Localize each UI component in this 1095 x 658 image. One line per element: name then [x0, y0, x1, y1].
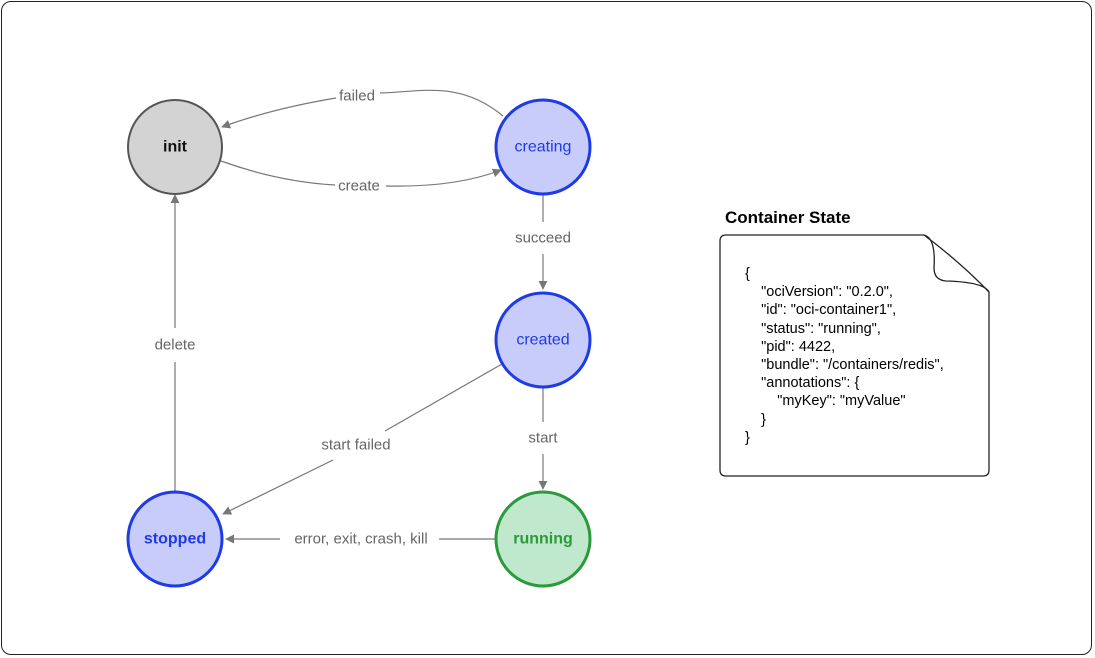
node-creating: creating — [494, 98, 592, 196]
edge-label-error-exit: error, exit, crash, kill — [294, 531, 427, 548]
edge-start-failed: start failed — [222, 363, 503, 515]
node-label-stopped: stopped — [144, 531, 206, 548]
node-running: running — [494, 490, 592, 588]
node-label-created: created — [516, 332, 569, 349]
edge-label-create: create — [338, 178, 380, 195]
edge-label-start: start — [528, 430, 558, 447]
node-created: created — [494, 291, 592, 389]
node-label-init: init — [163, 139, 188, 156]
edge-label-start-failed: start failed — [321, 437, 390, 454]
node-stopped: stopped — [126, 490, 224, 588]
edge-label-failed: failed — [339, 88, 375, 105]
edge-error-exit: error, exit, crash, kill — [225, 531, 495, 548]
container-state-json: { "ociVersion": "0.2.0", "id": "oci-cont… — [745, 266, 944, 446]
edge-delete: delete — [155, 194, 196, 491]
node-label-running: running — [513, 531, 573, 548]
edge-label-succeed: succeed — [515, 230, 571, 247]
container-state-document — [719, 234, 990, 477]
edge-start: start — [528, 387, 558, 490]
node-label-creating: creating — [515, 139, 572, 156]
edge-succeed: succeed — [515, 194, 571, 290]
edge-label-delete: delete — [155, 337, 196, 354]
node-init: init — [127, 99, 223, 195]
edge-failed: failed — [221, 88, 504, 129]
folded-corner-icon — [923, 234, 990, 293]
edge-create: create — [220, 160, 502, 195]
container-state-title: Container State — [725, 208, 851, 227]
